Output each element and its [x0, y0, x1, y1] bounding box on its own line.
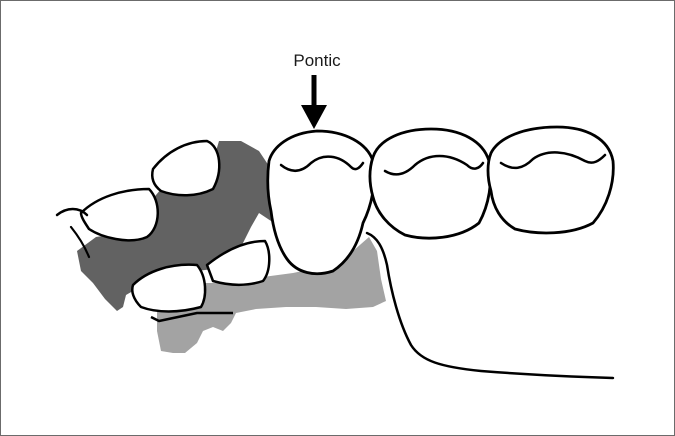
abutment-1-occlusal-groove: [383, 154, 485, 176]
pontic-label: Pontic: [293, 51, 341, 70]
lower-crown-1: [131, 263, 207, 313]
pontic-tooth: [266, 129, 376, 276]
pontic-occlusal-groove: [279, 155, 365, 172]
distal-side-line: [69, 225, 91, 259]
abutment-crown-1: [368, 127, 492, 240]
lower-crown-2: [205, 239, 271, 286]
distal-outline: [55, 207, 89, 217]
abutment-2-occlusal-groove: [499, 151, 607, 170]
abutment-crown-2: [486, 125, 615, 235]
pontic-arrow-head: [301, 105, 327, 129]
crown-distal-2: [151, 139, 221, 197]
crown-distal-1: [79, 187, 159, 242]
lower-crown-base: [150, 311, 233, 323]
tissue-outline-line: [365, 231, 615, 380]
